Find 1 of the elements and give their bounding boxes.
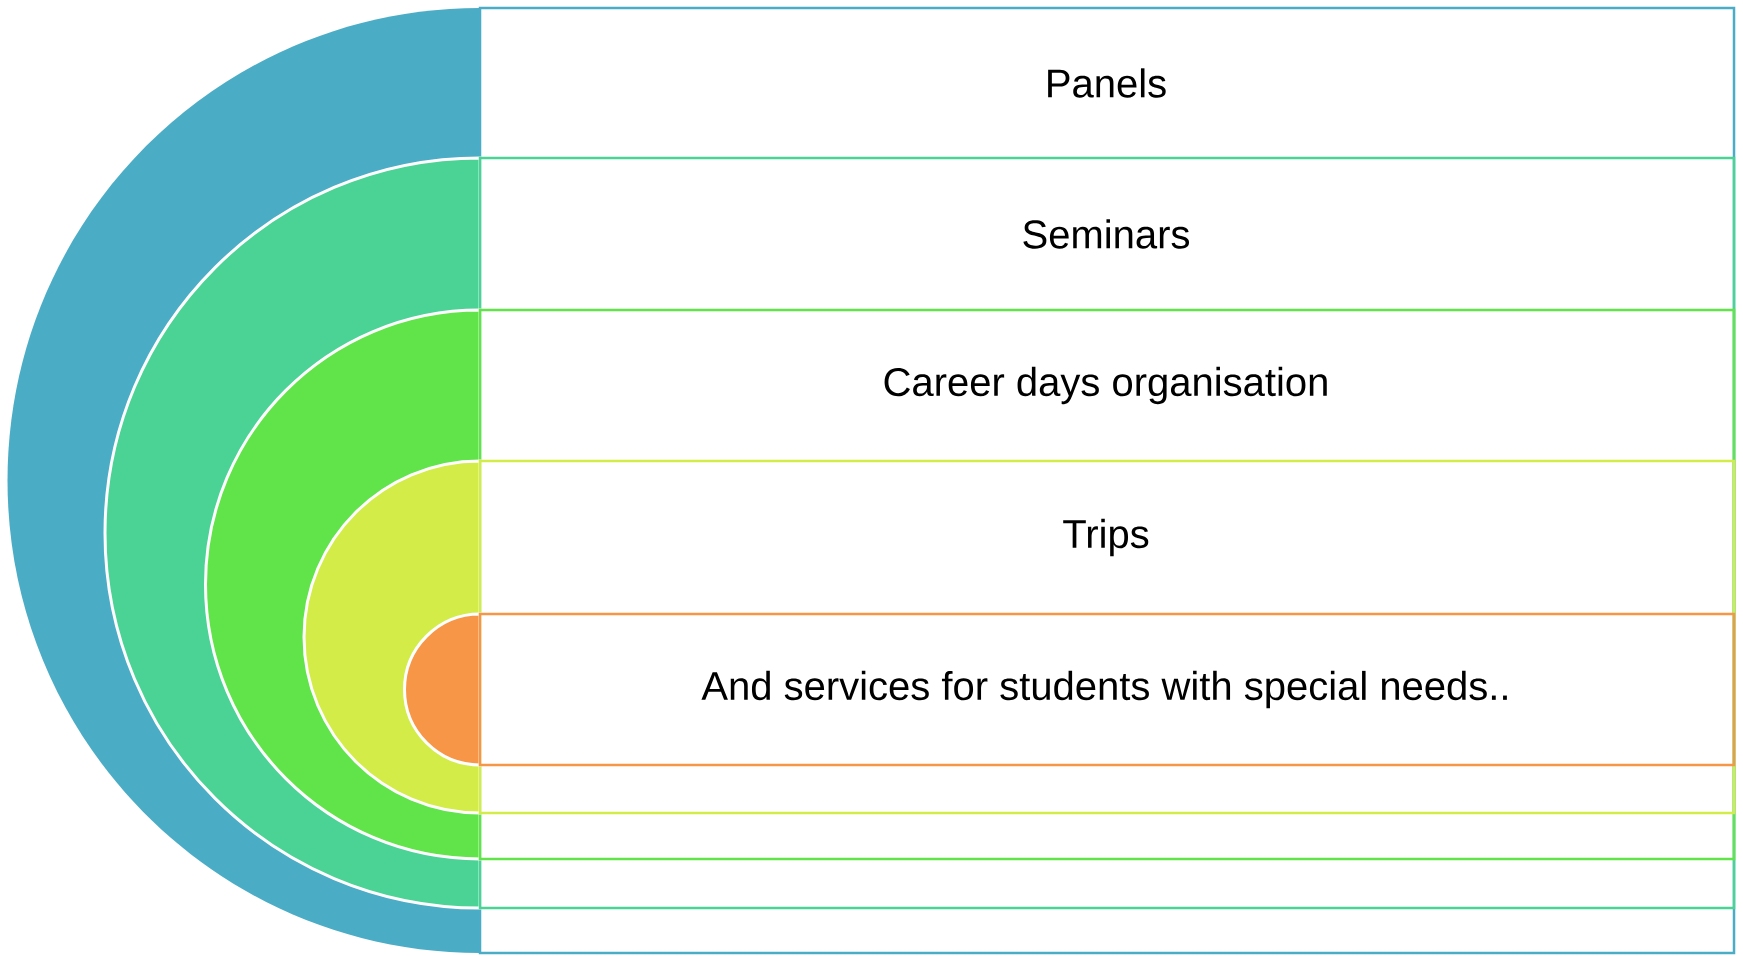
- arc-band-box: And services for students with special needs..: [403, 612, 1736, 767]
